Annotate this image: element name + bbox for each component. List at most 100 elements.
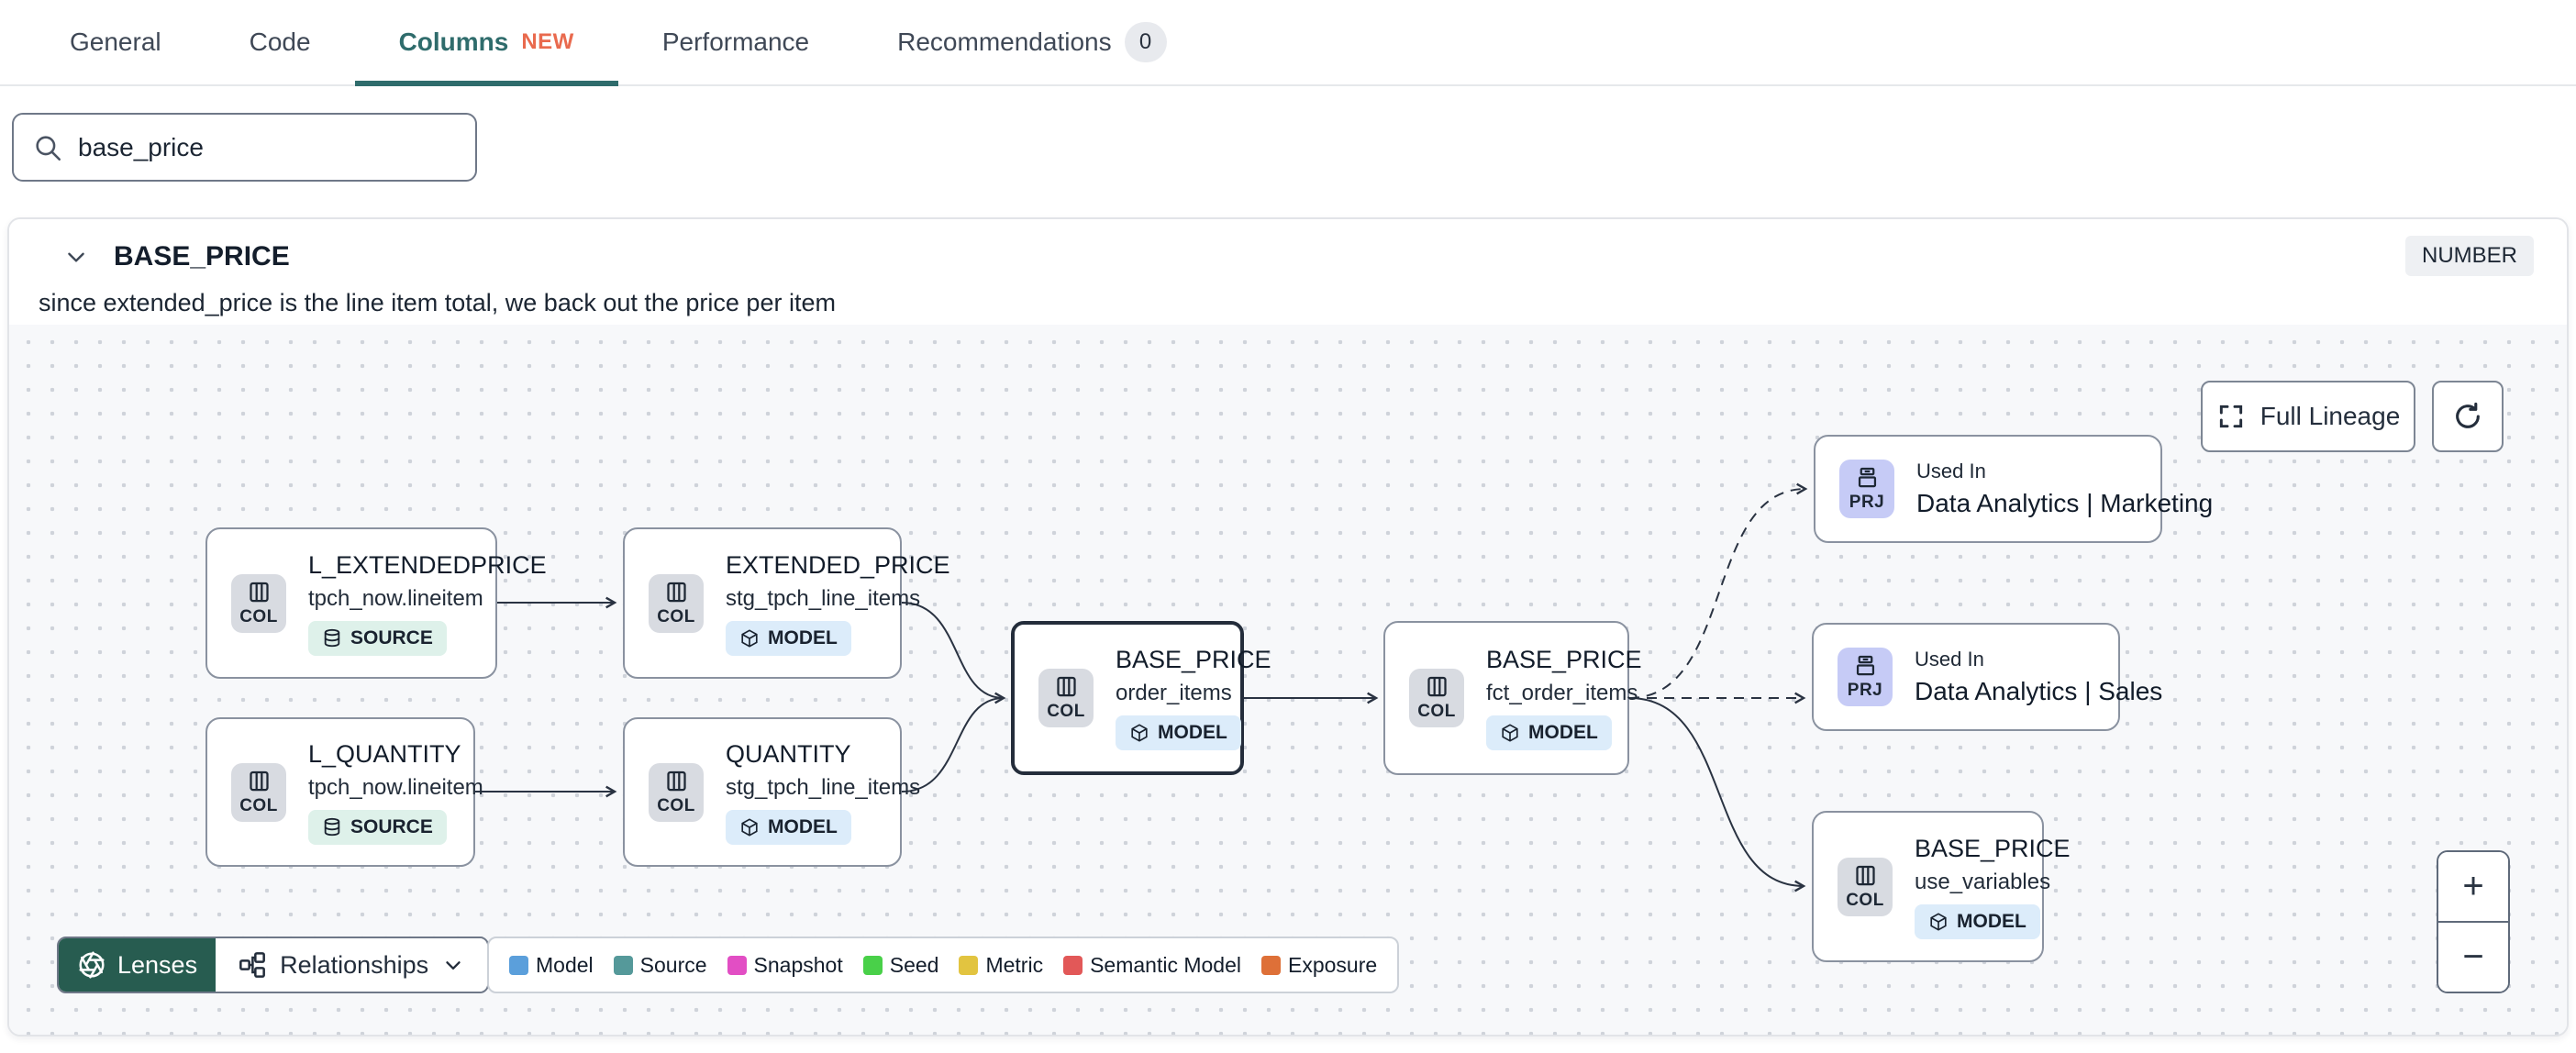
chevron-down-icon bbox=[68, 252, 84, 262]
zoom-out-button[interactable]: − bbox=[2438, 923, 2508, 992]
cube-icon bbox=[741, 628, 758, 648]
node-title: BASE_PRICE bbox=[1486, 646, 1642, 673]
columns-icon bbox=[666, 770, 686, 791]
column-name: BASE_PRICE bbox=[114, 241, 290, 272]
node-context: Used In bbox=[1915, 648, 1984, 671]
database-icon bbox=[324, 817, 340, 836]
lineage-edges bbox=[475, 482, 1808, 892]
chevron-down-icon bbox=[446, 961, 461, 970]
lineage-node-exposure-marketing[interactable]: PRJ Used In Data Analytics | Marketing bbox=[1814, 435, 2213, 543]
node-subtitle: use_variables bbox=[1915, 869, 2051, 894]
legend-label: Semantic Model bbox=[1090, 952, 1241, 977]
node-subtitle: order_items bbox=[1116, 681, 1232, 705]
cube-icon bbox=[1930, 912, 1947, 931]
kind-label: PRJ bbox=[1849, 493, 1885, 512]
node-type-badge: MODEL bbox=[726, 809, 851, 845]
badge-label: MODEL bbox=[768, 626, 838, 648]
legend-label: Exposure bbox=[1288, 952, 1378, 977]
kind-label: COL bbox=[239, 795, 278, 815]
node-title: EXTENDED_PRICE bbox=[726, 550, 950, 579]
kind-label: COL bbox=[657, 606, 695, 626]
node-type-badge: MODEL bbox=[1915, 903, 2040, 939]
node-title: Data Analytics | Sales bbox=[1915, 677, 2163, 705]
kind-label: COL bbox=[1846, 890, 1884, 910]
node-type-badge: MODEL bbox=[1486, 715, 1612, 750]
kind-label: PRJ bbox=[1847, 681, 1883, 700]
node-title: BASE_PRICE bbox=[1915, 834, 2071, 862]
lineage-node-base-price-fct-order-items[interactable]: COL BASE_PRICE fct_order_items MODEL bbox=[1383, 621, 1642, 775]
legend-item-exposure: Exposure bbox=[1261, 953, 1377, 978]
tab-general[interactable]: General bbox=[26, 0, 205, 84]
legend-item-model: Model bbox=[509, 953, 594, 978]
column-panel: BASE_PRICE NUMBER since extended_price i… bbox=[7, 217, 2569, 1036]
zoom-controls: + − bbox=[2437, 850, 2510, 993]
lineage-legend: Model Source Snapshot Seed Metric bbox=[487, 937, 1400, 993]
refresh-button[interactable] bbox=[2432, 381, 2504, 452]
tab-bar: General Code Columns NEW Performance Rec… bbox=[0, 0, 2576, 86]
legend-color-chip bbox=[1063, 955, 1083, 975]
lineage-node-l-extendedprice[interactable]: COL L_EXTENDEDPRICE tpch_now.lineitem SO… bbox=[205, 527, 547, 679]
expand-icon bbox=[2219, 405, 2242, 428]
cube-icon bbox=[1502, 724, 1518, 742]
lineage-node-quantity[interactable]: COL QUANTITY stg_tpch_line_items MODEL bbox=[623, 717, 920, 867]
prj-kind-badge: PRJ bbox=[1838, 648, 1893, 706]
tab-performance[interactable]: Performance bbox=[618, 0, 853, 84]
kind-label: COL bbox=[657, 795, 695, 815]
cube-icon bbox=[741, 817, 758, 837]
node-type-badge: SOURCE bbox=[308, 620, 447, 656]
node-type-badge: MODEL bbox=[1116, 715, 1241, 750]
node-title: QUANTITY bbox=[726, 739, 851, 768]
columns-icon bbox=[249, 582, 269, 602]
lineage-node-exposure-sales[interactable]: PRJ Used In Data Analytics | Sales bbox=[1812, 623, 2162, 731]
aperture-icon bbox=[79, 951, 105, 979]
columns-icon bbox=[1056, 676, 1076, 697]
col-kind-badge: COL bbox=[231, 762, 286, 822]
full-lineage-button[interactable]: Full Lineage bbox=[2201, 381, 2415, 452]
badge-label: MODEL bbox=[1158, 722, 1227, 743]
collapse-button[interactable] bbox=[62, 243, 90, 271]
relationships-dropdown[interactable]: Relationships bbox=[216, 938, 488, 992]
col-kind-badge: COL bbox=[1038, 669, 1094, 727]
node-title: Data Analytics | Marketing bbox=[1916, 489, 2214, 517]
relationships-label: Relationships bbox=[280, 950, 429, 979]
zoom-in-button[interactable]: + bbox=[2438, 852, 2508, 923]
archive-icon bbox=[1858, 467, 1876, 488]
node-title: BASE_PRICE bbox=[1116, 646, 1271, 673]
lineage-node-base-price-order-items[interactable]: COL BASE_PRICE order_items MODEL bbox=[1011, 621, 1271, 775]
kind-label: COL bbox=[1047, 702, 1085, 721]
full-lineage-label: Full Lineage bbox=[2260, 402, 2401, 430]
node-type-badge: MODEL bbox=[726, 620, 851, 656]
refresh-icon bbox=[2456, 402, 2480, 428]
tab-code[interactable]: Code bbox=[205, 0, 355, 84]
node-subtitle: tpch_now.lineitem bbox=[308, 585, 483, 611]
legend-color-chip bbox=[1261, 955, 1281, 975]
tab-label: Recommendations bbox=[897, 28, 1112, 56]
lineage-node-l-quantity[interactable]: COL L_QUANTITY tpch_now.lineitem SOURCE bbox=[205, 717, 483, 867]
archive-icon bbox=[1856, 655, 1874, 676]
kind-label: COL bbox=[239, 606, 278, 626]
legend-item-snapshot: Snapshot bbox=[727, 953, 843, 978]
node-title: L_QUANTITY bbox=[308, 739, 461, 768]
column-panel-header: BASE_PRICE NUMBER since extended_price i… bbox=[9, 219, 2567, 325]
columns-icon bbox=[249, 770, 269, 791]
lineage-node-extended-price[interactable]: COL EXTENDED_PRICE stg_tpch_line_items M… bbox=[623, 527, 950, 679]
tab-label: General bbox=[70, 28, 161, 56]
tab-label: Code bbox=[249, 28, 311, 56]
prj-kind-badge: PRJ bbox=[1839, 460, 1894, 518]
lenses-button[interactable]: Lenses bbox=[59, 938, 217, 992]
tab-recommendations[interactable]: Recommendations 0 bbox=[853, 0, 1210, 84]
legend-label: Source bbox=[639, 952, 707, 977]
col-kind-badge: COL bbox=[649, 762, 704, 822]
node-subtitle: tpch_now.lineitem bbox=[308, 774, 483, 800]
tab-label: Performance bbox=[661, 28, 810, 56]
columns-icon bbox=[1427, 676, 1447, 697]
legend-color-chip bbox=[959, 955, 979, 975]
columns-icon bbox=[1855, 865, 1875, 885]
search-input[interactable] bbox=[78, 132, 457, 162]
tab-columns[interactable]: Columns NEW bbox=[354, 0, 619, 86]
column-description: since extended_price is the line item to… bbox=[39, 289, 836, 316]
lineage-node-base-price-use-variables[interactable]: COL BASE_PRICE use_variables MODEL bbox=[1812, 811, 2071, 962]
legend-label: Metric bbox=[985, 952, 1044, 977]
legend-label: Snapshot bbox=[753, 952, 843, 977]
lineage-canvas[interactable]: COL L_EXTENDEDPRICE tpch_now.lineitem SO… bbox=[9, 325, 2567, 1035]
